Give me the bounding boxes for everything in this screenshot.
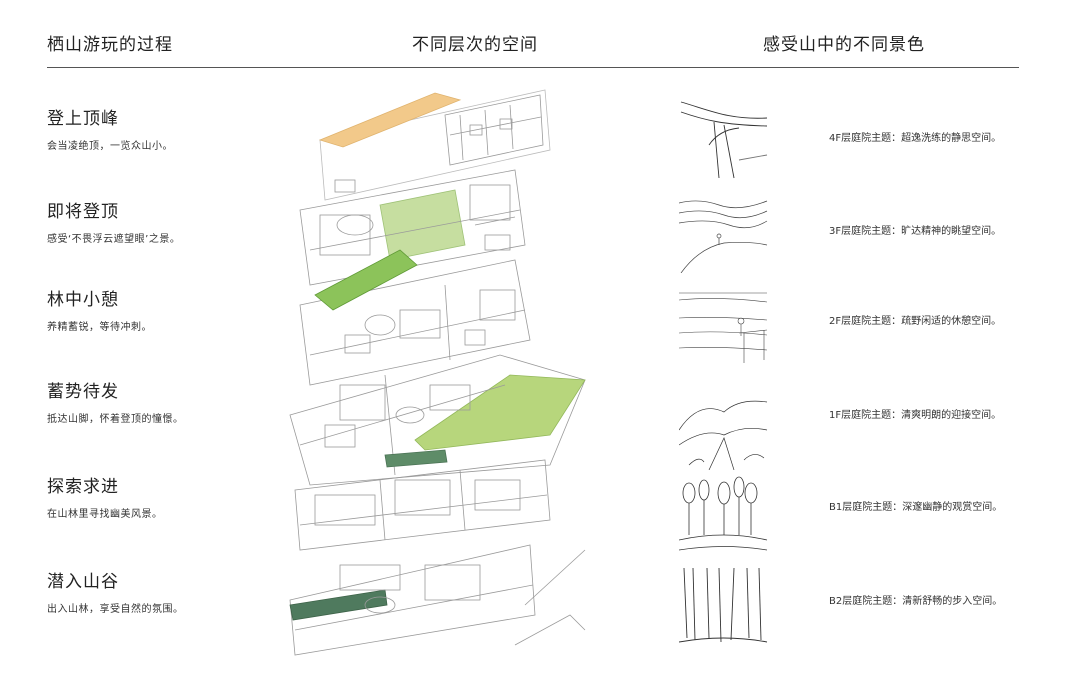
stage-desc: 抵达山脚，怀着登顶的憧憬。 xyxy=(47,414,184,425)
stage-3f: 即将登顶 感受‘不畏浮云遮望眼’之景。 xyxy=(47,197,297,245)
stage-title: 登上顶峰 xyxy=(47,109,119,129)
theme-b2: B2层庭院主题：清新舒畅的步入空间。 xyxy=(829,596,1003,607)
theme-3f: 3F层庭院主题：旷达精神的眺望空间。 xyxy=(829,226,1002,237)
courtyard-1f xyxy=(414,374,586,451)
plan-1f xyxy=(289,354,586,486)
theme-4f: 4F层庭院主题：超逸洗练的静思空间。 xyxy=(829,133,1002,144)
mountain-path-sketch xyxy=(679,400,768,470)
plan-2f xyxy=(299,249,531,386)
plan-4f xyxy=(318,89,551,201)
stage-4f: 登上顶峰 会当凌绝顶，一览众山小。 xyxy=(47,104,297,152)
stage-title: 潜入山谷 xyxy=(47,572,119,592)
header-process: 栖山游玩的过程 xyxy=(47,35,173,55)
stage-2f: 林中小憩 养精蓄锐，等待冲刺。 xyxy=(47,285,297,333)
stage-title: 探索求进 xyxy=(47,477,119,497)
stage-desc: 在山林里寻找幽美风景。 xyxy=(47,509,163,520)
exploded-floor-plans xyxy=(289,89,586,656)
stage-title: 林中小憩 xyxy=(47,290,119,310)
courtyard-2f xyxy=(314,249,418,311)
plan-b1 xyxy=(294,449,551,551)
stage-desc: 感受‘不畏浮云遮望眼’之景。 xyxy=(47,234,181,245)
stage-b2: 潜入山谷 出入山林，享受自然的氛围。 xyxy=(47,567,297,615)
road-junction-sketch xyxy=(680,101,768,179)
header-spaces: 不同层次的空间 xyxy=(412,35,538,55)
plan-b2 xyxy=(289,544,586,656)
stage-1f: 蓄势待发 抵达山脚，怀着登顶的憧憬。 xyxy=(47,377,297,425)
stage-desc: 出入山林，享受自然的氛围。 xyxy=(47,604,184,615)
clouds-overlook-sketch xyxy=(679,200,768,273)
theme-b1: B1层庭院主题：深邃幽静的观赏空间。 xyxy=(829,502,1003,513)
lakeside-rest-sketch xyxy=(679,292,768,363)
forest-trees-sketch xyxy=(679,476,768,551)
stage-title: 即将登顶 xyxy=(47,202,119,222)
plan-3f xyxy=(299,169,526,286)
header-scenery: 感受山中的不同景色 xyxy=(763,35,925,55)
courtyard-3f xyxy=(379,189,466,261)
stage-b1: 探索求进 在山林里寻找幽美风景。 xyxy=(47,472,297,520)
stage-desc: 养精蓄锐，等待冲刺。 xyxy=(47,322,152,333)
stage-title: 蓄势待发 xyxy=(47,382,119,402)
courtyard-b1 xyxy=(384,449,448,468)
bamboo-grove-sketch xyxy=(679,568,768,643)
courtyard-4f xyxy=(318,92,462,148)
header-divider xyxy=(47,67,1019,68)
stage-desc: 会当凌绝顶，一览众山小。 xyxy=(47,141,173,152)
theme-1f: 1F层庭院主题：清爽明朗的迎接空间。 xyxy=(829,410,1002,421)
courtyard-b2 xyxy=(289,589,388,621)
theme-2f: 2F层庭院主题：疏野闲适的休憩空间。 xyxy=(829,316,1002,327)
